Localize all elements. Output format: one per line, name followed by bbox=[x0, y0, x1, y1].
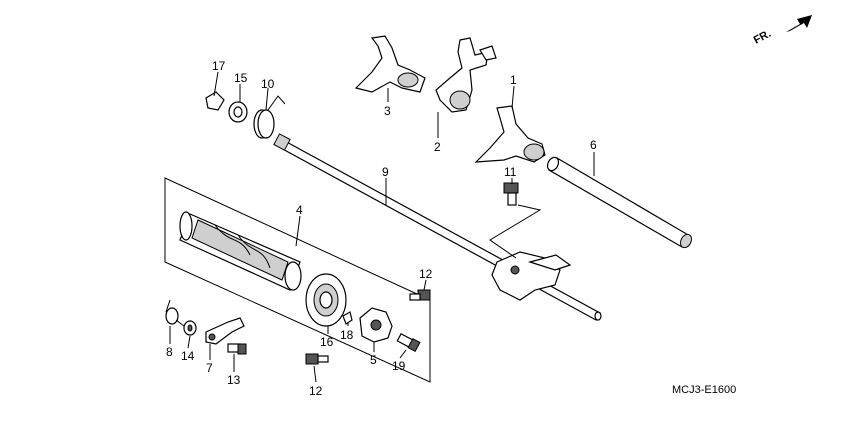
bolt-11 bbox=[503, 182, 519, 206]
bearing-16 bbox=[305, 273, 347, 327]
diagram-code: MCJ3-E1600 bbox=[672, 384, 736, 396]
direction-label: FR. bbox=[752, 28, 773, 47]
shift-fork-3 bbox=[354, 35, 426, 93]
bolt-11-guide-line bbox=[489, 204, 542, 259]
callout-9: 9 bbox=[382, 165, 389, 179]
shift-arm-plate bbox=[491, 251, 572, 301]
bolt-19 bbox=[396, 332, 421, 352]
bolt-13 bbox=[227, 343, 247, 355]
bolt-12-lower bbox=[305, 353, 329, 365]
callout-14: 14 bbox=[181, 349, 195, 363]
callout-19: 19 bbox=[392, 359, 406, 373]
callout-5: 5 bbox=[370, 353, 377, 367]
callout-16: 16 bbox=[320, 335, 334, 349]
callout-4: 4 bbox=[296, 203, 303, 217]
shift-fork-1 bbox=[474, 105, 546, 163]
callout-17: 17 bbox=[212, 59, 226, 73]
callout-7: 7 bbox=[206, 361, 213, 375]
callout-10: 10 bbox=[261, 77, 275, 91]
shift-fork-2 bbox=[435, 37, 497, 113]
callout-12-lower: 12 bbox=[309, 384, 323, 398]
clip-17 bbox=[205, 91, 225, 111]
callout-18: 18 bbox=[340, 328, 354, 342]
callout-8: 8 bbox=[166, 345, 173, 359]
spring-8 bbox=[165, 299, 185, 327]
arrow-icon bbox=[786, 15, 812, 32]
callout-2: 2 bbox=[434, 140, 441, 154]
callout-6: 6 bbox=[590, 138, 597, 152]
pin-18 bbox=[342, 311, 353, 325]
callout-15: 15 bbox=[234, 71, 248, 85]
leader-lines bbox=[169, 71, 595, 383]
callout-1: 1 bbox=[510, 73, 517, 87]
callout-13: 13 bbox=[227, 373, 241, 387]
drum-center-5 bbox=[359, 307, 393, 343]
shift-drum bbox=[179, 211, 302, 291]
guide-rod bbox=[546, 156, 693, 249]
washer-14 bbox=[183, 320, 197, 336]
assembly-outline bbox=[164, 177, 431, 383]
front-direction-arrow: FR. bbox=[752, 15, 812, 47]
callout-11: 11 bbox=[504, 165, 517, 179]
callout-3: 3 bbox=[384, 104, 391, 118]
bolt-12-upper bbox=[409, 289, 431, 301]
callout-12-upper: 12 bbox=[419, 267, 433, 281]
stopper-arm-7 bbox=[205, 317, 245, 345]
washer-15 bbox=[228, 101, 248, 123]
spring-10 bbox=[253, 95, 286, 139]
